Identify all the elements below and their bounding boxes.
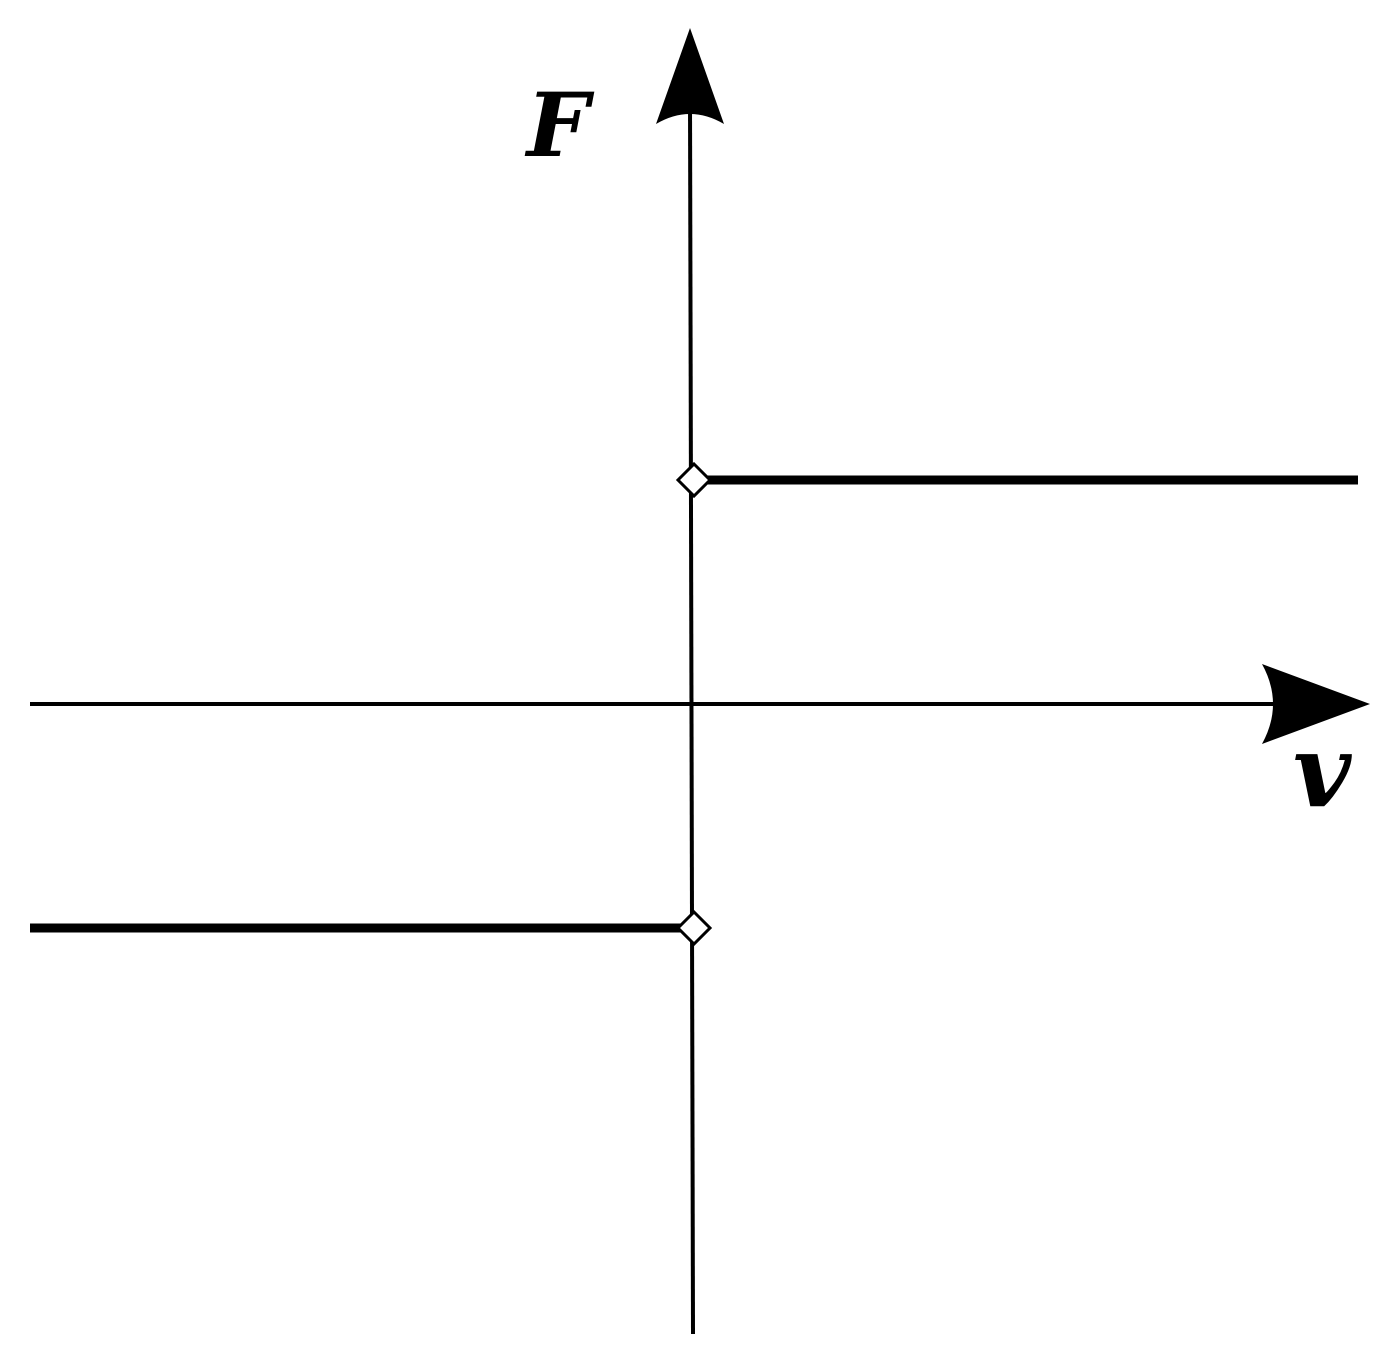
y-axis-line [688, 99, 695, 1335]
series-1-end-marker [675, 909, 713, 947]
y-axis-arrowhead [656, 28, 724, 124]
y-axis-label: F [524, 73, 595, 177]
series-2-start-marker [675, 461, 713, 499]
series-layer [30, 461, 1358, 947]
x-axis-label: v [1293, 712, 1352, 830]
x-axis-arrowhead [1262, 664, 1370, 744]
